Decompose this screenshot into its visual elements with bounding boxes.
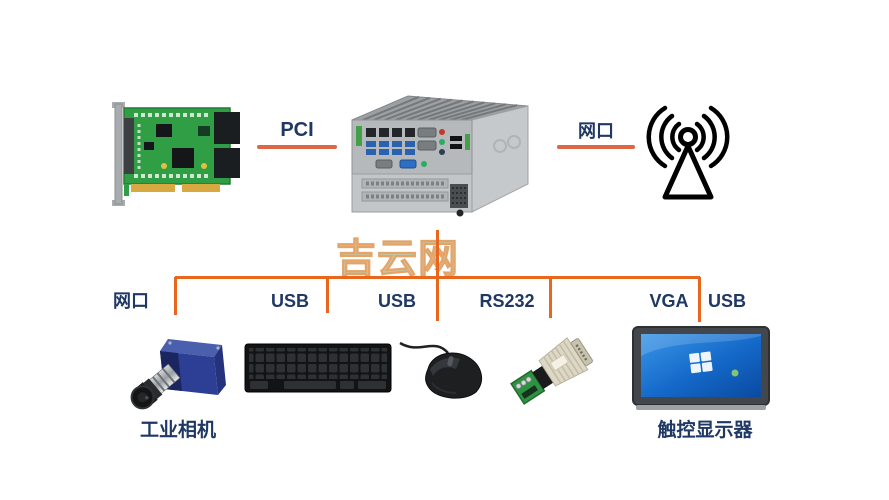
rs232-adapter-image <box>508 328 602 412</box>
camera-label: 工业相机 <box>139 420 216 441</box>
mouse-graphic <box>399 341 483 399</box>
pci-label-text: PCI <box>280 119 314 141</box>
keyboard-graphic <box>244 343 392 393</box>
port-label-rs232: RS232 <box>479 291 535 311</box>
watermark-text: 吉云网 <box>336 237 459 282</box>
pci-underline <box>257 145 337 149</box>
antenna-icon <box>646 96 730 202</box>
mouse-image <box>398 335 492 401</box>
rs232-adapter-graphic <box>510 337 593 405</box>
port-label-lan: 网口 <box>113 291 149 311</box>
keyboard-image <box>244 342 394 396</box>
industrial-camera-graphic <box>130 339 226 410</box>
antenna-graphic <box>646 105 730 200</box>
pci-connection-label: PCI <box>257 119 337 149</box>
touch-display-graphic <box>632 326 770 410</box>
industrial-computer-graphic <box>351 95 529 217</box>
pci-card-graphic <box>112 102 240 206</box>
touch-display-image <box>632 326 772 414</box>
port-label-usb-mouse: USB <box>377 291 416 311</box>
industrial-computer-image <box>348 84 532 218</box>
lan-underline <box>557 144 635 149</box>
display-label: 触控显示器 <box>657 420 753 441</box>
port-label-usb-touch: USB <box>707 291 746 311</box>
pci-card-image <box>112 102 246 210</box>
port-label-vga: VGA <box>649 291 689 311</box>
lan-connection-label: 网口 <box>557 121 635 149</box>
port-label-usb-keyboard: USB <box>270 291 309 311</box>
industrial-camera-image <box>126 327 240 421</box>
lan-label-text: 网口 <box>578 121 614 141</box>
